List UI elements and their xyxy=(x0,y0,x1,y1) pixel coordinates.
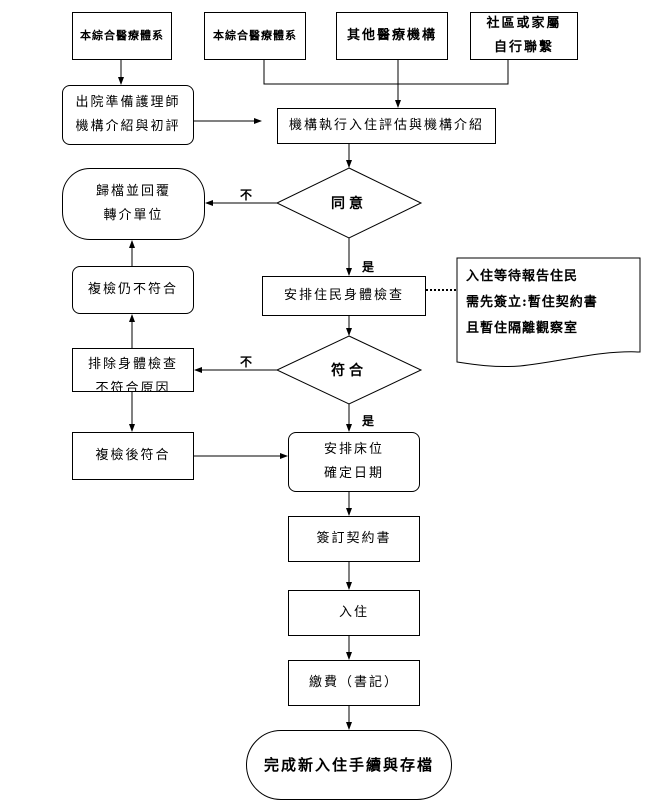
recheck-pass-box: 複檢後符合 xyxy=(72,432,194,480)
box-label: 完成新入住手續與存檔 xyxy=(263,756,434,774)
note-line: 且暫住隔離觀察室 xyxy=(466,321,579,336)
box-label: 安排床位 xyxy=(323,442,384,457)
exclude-box: 排除身體檢查不符合原因 xyxy=(72,348,194,392)
source-box: 其他醫療機構 xyxy=(336,12,448,60)
decision-match-label: 符合 xyxy=(331,363,367,379)
payment-box: 繳費（書記） xyxy=(288,660,420,706)
source-label: 社區或家屬 xyxy=(486,16,562,31)
box-label: 繳費（書記） xyxy=(308,675,399,690)
no-label: 不 xyxy=(240,188,253,202)
box-label: 複檢仍不符合 xyxy=(87,282,178,297)
move-in-box: 入住 xyxy=(288,590,420,636)
source-label: 本綜合醫療體系 xyxy=(80,29,164,42)
archive-terminal: 歸檔並回覆轉介單位 xyxy=(62,168,205,240)
arrange-bed-box: 安排床位確定日期 xyxy=(288,432,420,492)
physical-exam-box: 安排住民身體檢查 xyxy=(262,276,426,316)
box-label: 安排住民身體檢查 xyxy=(283,288,404,303)
note-line: 需先簽立:暫住契約書 xyxy=(466,295,598,310)
no-label: 不 xyxy=(240,355,253,369)
note-line: 入住等待報告住民 xyxy=(466,269,579,284)
complete-terminal: 完成新入住手續與存檔 xyxy=(246,730,452,800)
box-label: 不符合原因 xyxy=(95,381,171,392)
source-box: 社區或家屬自行聯繫 xyxy=(470,12,578,60)
box-label: 出院準備護理師 xyxy=(75,95,181,110)
source-label: 本綜合醫療體系 xyxy=(213,29,297,42)
discharge-nurse-box: 出院準備護理師機構介紹與初評 xyxy=(62,85,194,145)
box-label: 機構執行入住評估與機構介紹 xyxy=(288,118,484,133)
box-label: 簽訂契約書 xyxy=(316,531,392,546)
box-label: 複檢後符合 xyxy=(95,448,171,463)
recheck-fail-box: 複檢仍不符合 xyxy=(72,266,194,314)
assessment-box: 機構執行入住評估與機構介紹 xyxy=(277,108,496,144)
source-box: 本綜合醫療體系 xyxy=(72,12,172,60)
box-label: 確定日期 xyxy=(323,466,384,481)
note: 入住等待報告住民需先簽立:暫住契約書且暫住隔離觀察室 xyxy=(466,264,598,342)
source-label: 其他醫療機構 xyxy=(346,28,437,43)
box-label: 入住 xyxy=(338,605,369,620)
merge-line xyxy=(263,60,509,85)
note-shape xyxy=(456,257,641,367)
box-label: 排除身體檢查 xyxy=(87,357,178,372)
box-label: 機構介紹與初評 xyxy=(75,119,181,134)
box-label: 轉介單位 xyxy=(103,208,164,223)
sign-contract-box: 簽訂契約書 xyxy=(288,516,420,562)
source-label: 自行聯繫 xyxy=(493,40,554,55)
decision-agree-label: 同意 xyxy=(331,196,367,212)
yes-label: 是 xyxy=(362,414,375,428)
yes-label: 是 xyxy=(362,260,375,274)
box-label: 歸檔並回覆 xyxy=(95,184,171,199)
source-box: 本綜合醫療體系 xyxy=(204,12,306,60)
